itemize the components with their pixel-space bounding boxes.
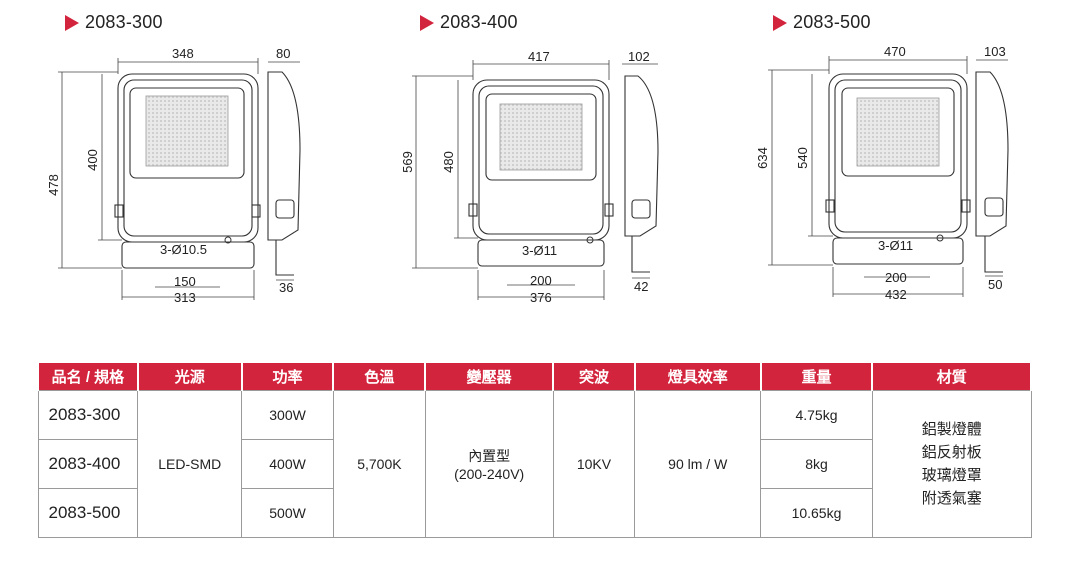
cell-material: 鋁製燈體 鋁反射板 玻璃燈罩 附透氣塞 [871, 389, 1032, 538]
header-weight: 重量 [759, 363, 874, 390]
dim-body-height: 480 [441, 151, 456, 173]
cell-power: 300W [241, 389, 334, 440]
dim-total-height: 634 [755, 147, 770, 169]
model-heading-1: 2083-300 [65, 12, 163, 33]
dim-side-base: 42 [634, 279, 648, 294]
cell-weight: 4.75kg [760, 389, 873, 440]
table-header-row: 品名 / 規格 光源 功率 色溫 變壓器 突波 燈具效率 重量 材質 [37, 363, 1032, 390]
dim-front-width: 417 [528, 49, 550, 64]
cell-driver: 內置型 (200-240V) [424, 389, 554, 538]
header-light-source: 光源 [136, 363, 243, 390]
header-driver: 變壓器 [424, 363, 555, 390]
dim-side-base: 36 [279, 280, 293, 295]
spec-table: 品名 / 規格 光源 功率 色溫 變壓器 突波 燈具效率 重量 材質 2083-… [37, 363, 1032, 538]
dim-total-height: 569 [400, 151, 415, 173]
cell-weight: 10.65kg [760, 487, 873, 538]
header-material: 材質 [871, 363, 1032, 390]
dim-mount-holes: 3-Ø11 [878, 238, 913, 253]
cell-model: 2083-300 [37, 389, 139, 440]
drawing-2083-300: 348 80 478 400 3-Ø10.5 150 313 36 [46, 46, 301, 305]
cell-color-temp: 5,700K [332, 389, 426, 538]
dim-depth: 80 [276, 46, 290, 61]
driver-line-1: 內置型 [468, 447, 511, 464]
model-name: 2083-400 [440, 12, 518, 32]
model-heading-3: 2083-500 [773, 12, 871, 33]
dim-base-width: 313 [174, 290, 196, 305]
dim-depth: 102 [628, 49, 650, 64]
drawing-2083-500: 470 103 634 540 3-Ø11 200 432 50 [755, 44, 1009, 302]
triangle-marker-icon [65, 14, 79, 31]
dim-depth: 103 [984, 44, 1006, 59]
header-color-temp: 色溫 [332, 363, 427, 390]
table-row: 2083-500 500W 10.65kg [37, 487, 1031, 538]
cell-model: 2083-500 [37, 487, 139, 538]
model-name: 2083-300 [85, 12, 163, 32]
dim-side-base: 50 [988, 277, 1002, 292]
triangle-marker-icon [773, 14, 787, 31]
table-row: 2083-300 LED-SMD 300W 5,700K 內置型 (200-24… [37, 389, 1032, 538]
dim-front-width: 470 [884, 44, 906, 59]
cell-power: 400W [241, 438, 334, 489]
cell-light-source: LED-SMD [137, 389, 243, 538]
drawing-2083-400: 417 102 569 480 3-Ø11 200 376 42 [400, 49, 659, 305]
dim-front-width: 348 [172, 46, 194, 61]
dim-base-width: 432 [885, 287, 907, 302]
dim-hole-spacing: 150 [174, 274, 196, 289]
dim-body-height: 540 [795, 147, 810, 169]
cell-weight: 8kg [760, 438, 873, 489]
dim-mount-holes: 3-Ø10.5 [160, 242, 207, 257]
model-name: 2083-500 [793, 12, 871, 32]
model-heading-2: 2083-400 [420, 12, 518, 33]
dim-mount-holes: 3-Ø11 [522, 243, 557, 258]
header-power: 功率 [240, 363, 335, 390]
cell-power: 500W [241, 487, 334, 538]
material-item: 鋁製燈體 [921, 420, 982, 438]
header-efficacy: 燈具效率 [633, 363, 762, 390]
cell-efficacy: 90 lm / W [634, 389, 762, 538]
header-surge: 突波 [552, 363, 636, 390]
driver-line-2: (200-240V) [454, 465, 525, 482]
material-item: 玻璃燈罩 [921, 466, 982, 484]
dim-hole-spacing: 200 [885, 270, 907, 285]
cell-model: 2083-400 [37, 438, 139, 489]
dim-total-height: 478 [46, 174, 61, 196]
material-item: 附透氣塞 [921, 489, 982, 507]
dim-hole-spacing: 200 [530, 273, 552, 288]
header-model: 品名 / 規格 [37, 363, 139, 390]
material-item: 鋁反射板 [921, 443, 982, 461]
dim-base-width: 376 [530, 290, 552, 305]
cell-surge: 10KV [552, 389, 636, 538]
triangle-marker-icon [420, 14, 434, 31]
technical-drawings: 348 80 478 400 3-Ø10.5 150 313 36 [46, 44, 1009, 305]
dim-body-height: 400 [85, 149, 100, 171]
